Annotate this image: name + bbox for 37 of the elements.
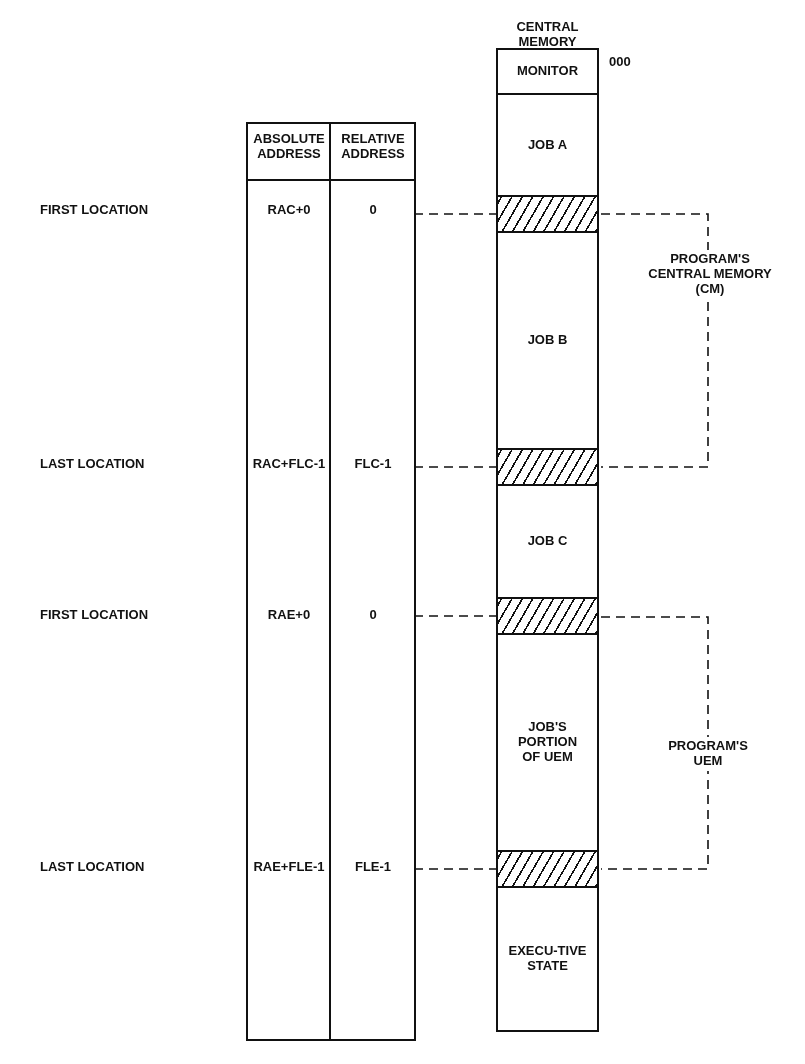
memory-block [496,633,599,852]
memory-block [496,231,599,450]
address-label: RAC+0 [266,203,312,218]
address-cell: FLC-1 [332,457,414,475]
column-heading: CENTRAL MEMORY [515,20,580,50]
block-label: JOB A [526,137,569,153]
address-label: RAE+FLE-1 [252,860,326,875]
row-label: LAST LOCATION [40,860,146,875]
leader-line [413,615,497,617]
memory-block [496,93,599,197]
address-cell: 0 [332,608,414,626]
memory-block [496,48,599,95]
row-label: FIRST LOCATION [40,203,150,218]
column-header: RELATIVE ADDRESS [340,132,406,162]
block-label: MONITOR [515,64,580,79]
address-label: 000 [609,54,631,69]
address-label: RAE+0 [266,608,312,623]
block-label: JOB C [526,534,569,549]
hatched-block [496,597,599,635]
hatched-block [496,195,599,233]
row-label: LAST LOCATION [40,457,146,472]
leader-line [413,466,497,468]
leader-line [413,868,497,870]
memory-block [496,886,599,1032]
hatched-block [496,850,599,888]
address-cell: FLE-1 [332,860,414,878]
column-header: ABSOLUTE ADDRESS [252,132,326,162]
address-cell: 0 [332,203,414,221]
hatched-block [496,448,599,486]
block-label: JOB'S PORTION OF UEM [516,720,579,765]
block-label: JOB B [526,333,569,348]
leader-line [413,213,497,215]
row-label: FIRST LOCATION [40,608,150,623]
address-label: RAC+FLC-1 [251,457,327,472]
memory-block [496,484,599,599]
block-label: EXECU-TIVE STATE [507,944,588,974]
memory-column [494,20,601,1032]
